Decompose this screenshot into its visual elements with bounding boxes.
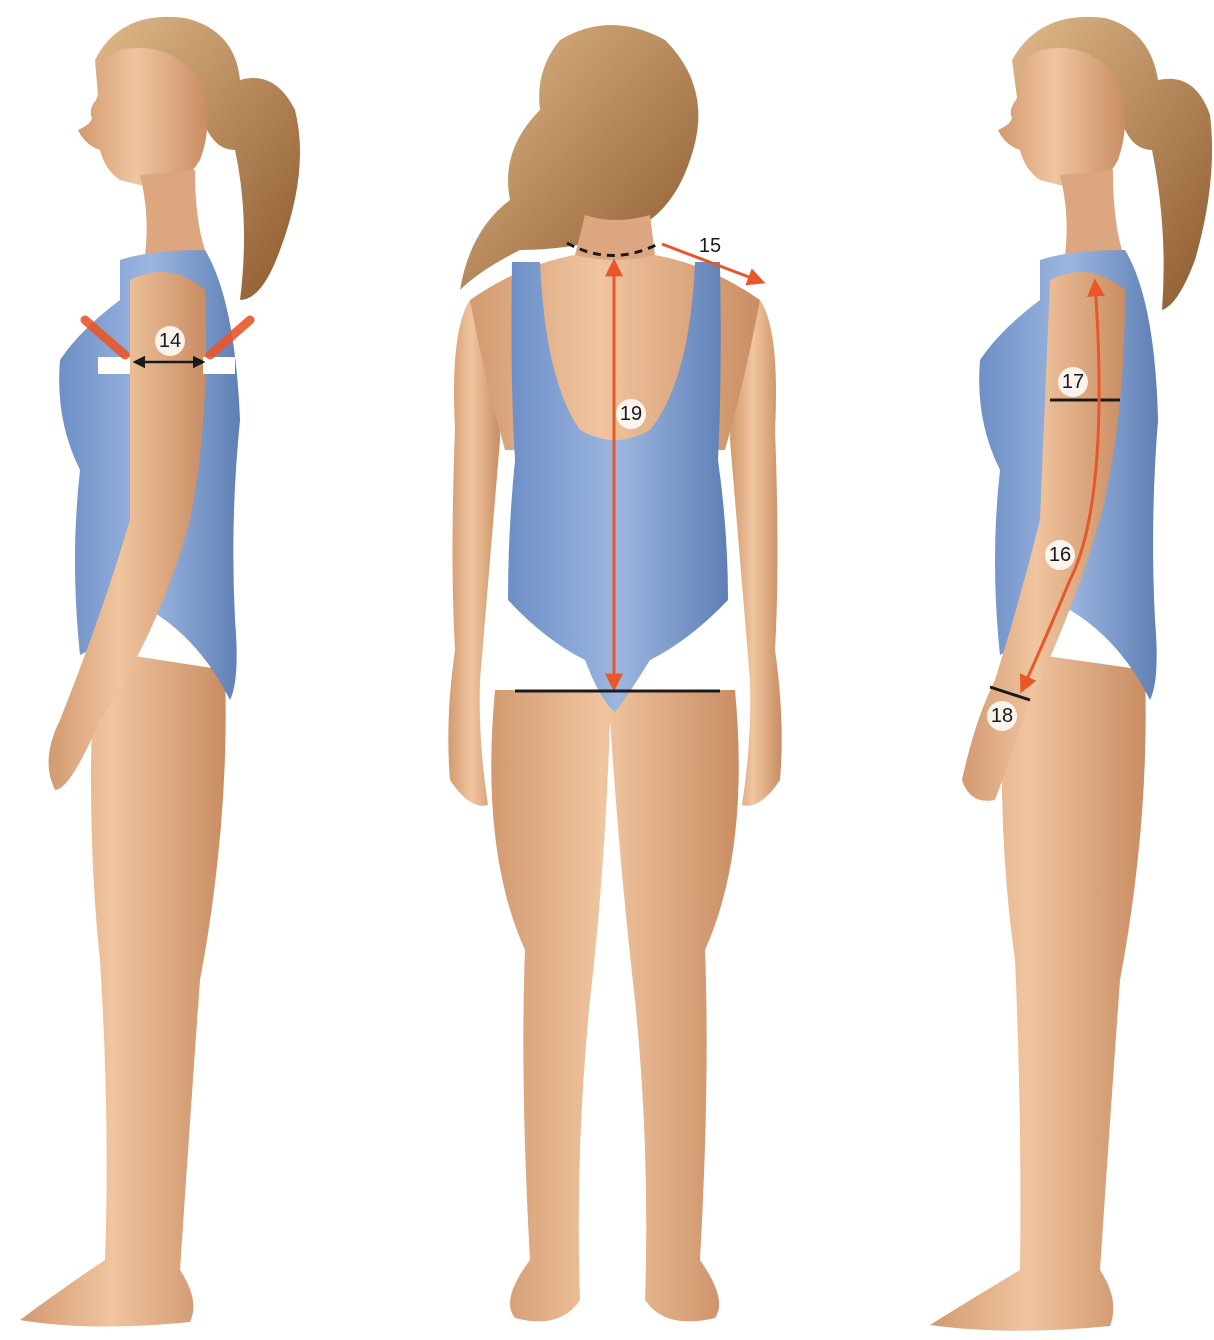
legs: [930, 650, 1146, 1331]
measure-17-label: 17: [1062, 371, 1084, 393]
neck: [575, 215, 655, 260]
measure-15-label: 15: [699, 235, 721, 257]
neck: [140, 170, 205, 255]
figure-side-right: 17 16 18: [930, 17, 1212, 1331]
caliper-pad-left: [98, 357, 130, 374]
neck: [1060, 170, 1122, 255]
measure-18-label: 18: [991, 705, 1013, 727]
measure-16-label: 16: [1049, 544, 1071, 566]
measure-14-label: 14: [159, 330, 181, 352]
legs: [491, 690, 739, 1321]
measure-19-label: 19: [620, 403, 642, 425]
caliper-pad-right: [203, 357, 235, 374]
figure-back: 15 19: [448, 25, 781, 1321]
figure-side-left: 14: [20, 17, 300, 1327]
